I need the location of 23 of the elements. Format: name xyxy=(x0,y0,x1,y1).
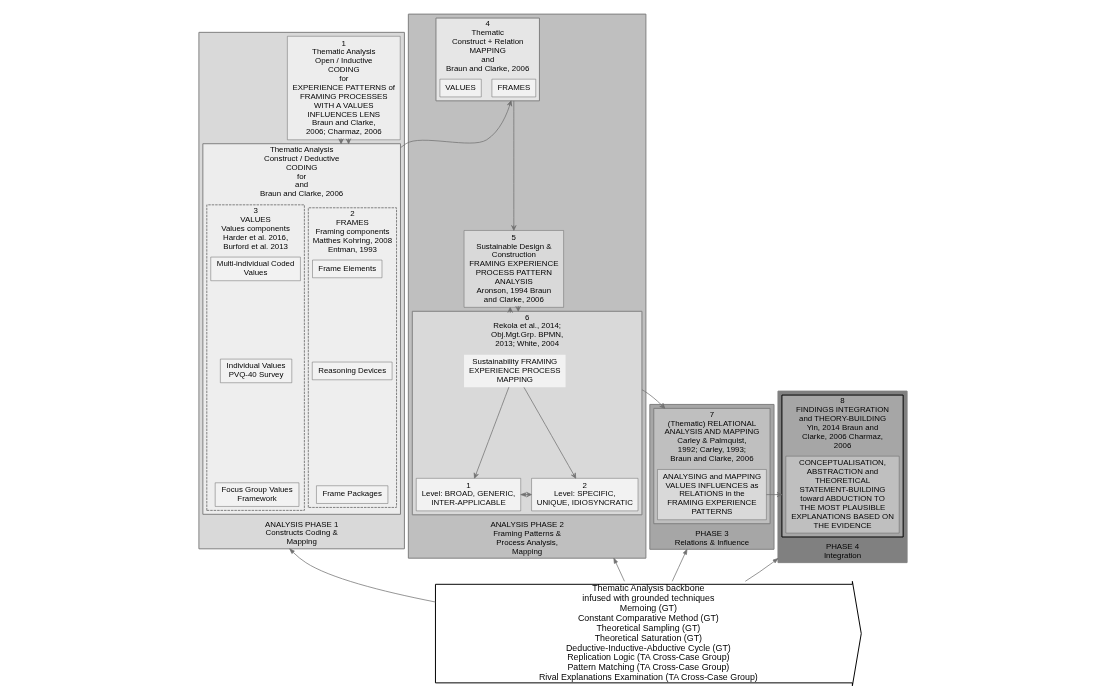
arrow xyxy=(473,386,510,479)
arrow xyxy=(766,492,783,498)
node-box: ANALYSING and MAPPING VALUES INFLUENCES as RELATIONS in the FRAMING EXPERIENCE PATTERNS xyxy=(657,469,767,520)
node-box: FRAMES xyxy=(491,78,536,98)
arrow xyxy=(523,386,577,479)
arrow xyxy=(613,557,625,582)
node-box: Sustainability FRAMING EXPERIENCE PROCESS MAPPING xyxy=(464,354,566,388)
node-box: Focus Group Values Framework xyxy=(214,482,300,507)
arrow xyxy=(744,558,779,582)
node-box: Individual Values PVQ-40 Survey xyxy=(220,358,293,383)
arrow xyxy=(511,100,517,231)
arrow xyxy=(289,548,436,603)
node-box: CONCEPTUALISATION, ABSTRACTION and THEORETICAL STATEMENT-BUILDING toward ABDUCTION TO THE MOST PLAUSIBLE EXPLANATIONS BASED ON THE EVIDENCE xyxy=(785,455,900,534)
arrow xyxy=(671,548,688,582)
node-box: 1 Level: BROAD, GENERIC, INTER-APPLICABLE xyxy=(416,478,521,512)
node-box: Multi-individual Coded Values xyxy=(210,256,301,281)
node-box: Frame Packages xyxy=(316,485,389,504)
node-box: Reasoning Devices xyxy=(312,361,393,381)
arrow xyxy=(641,389,666,409)
arrow xyxy=(400,100,513,149)
node-box: VALUES xyxy=(439,78,482,98)
node-box: 2 Level: SPECIFIC, UNIQUE, IDIOSYNCRATIC xyxy=(531,478,639,512)
node-box: Frame Elements xyxy=(312,259,383,278)
